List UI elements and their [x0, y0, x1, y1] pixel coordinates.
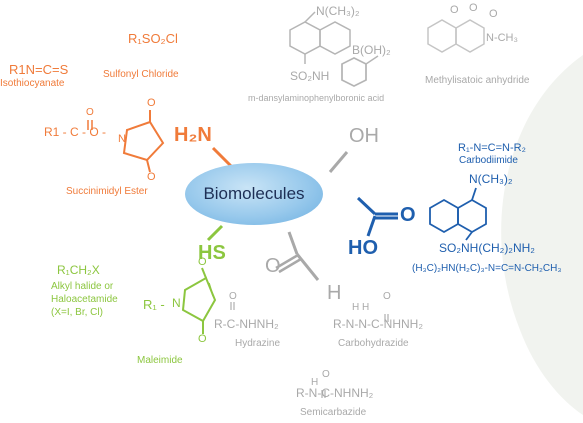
- hub-label: Biomolecules: [203, 184, 305, 203]
- isothiocyanate-name: Isothiocyanate: [0, 78, 65, 89]
- hydroxyl-group-label: OH: [349, 125, 379, 147]
- biomolecules-hub: Biomolecules: [185, 163, 323, 225]
- boronic-acid-group: B(OH)₂: [352, 43, 391, 57]
- carbodiimide-name: Carbodiimide: [459, 155, 518, 166]
- sulfonyl-chloride-name: Sulfonyl Chloride: [103, 69, 179, 80]
- semicarbazide-name: Semicarbazide: [300, 407, 367, 418]
- maleimide-o-top: O: [198, 256, 207, 268]
- maleimide-name: Maleimide: [137, 355, 183, 366]
- carbodiimide-formula: R₁-N=C=N-R₂: [458, 142, 526, 154]
- ester-carbonyl-o: O: [86, 107, 94, 118]
- dansyl-nmethyl: N(CH₃)₂: [316, 4, 360, 18]
- succinimidyl-ester-name: Succinimidyl Ester: [66, 186, 148, 197]
- isatoic-o-3: O: [489, 8, 498, 20]
- aldehyde-h-label: H: [327, 282, 342, 304]
- carboxyl-single-bond: [366, 215, 377, 237]
- hydrazine-formula: R-C-NHNH₂: [214, 317, 279, 331]
- isatoic-o-2: O: [469, 2, 478, 14]
- edc-formula: (H₃C)₂HN(H₂C)₃-N=C=N-CH₂CH₃: [412, 263, 562, 274]
- semicarbazide-o: O: [322, 369, 330, 380]
- aldehyde-spoke-1: [287, 231, 299, 255]
- semicarbazide-formula: R-N-C-NHNH₂: [296, 386, 374, 400]
- carboxyl-ho-label: HO: [348, 237, 378, 259]
- isatoic-ring: [427, 19, 485, 53]
- hydrazine-o: O: [229, 291, 237, 302]
- maleimide-n: N: [172, 296, 181, 310]
- isatoic-nch3: N-CH₃: [486, 32, 518, 44]
- ester-n: N: [118, 133, 126, 145]
- dansylaminophenylboronic-name: m-dansylaminophenylboronic acid: [248, 93, 385, 103]
- dansyl-naphthalene-right: [429, 187, 487, 241]
- maleimide-r1: R₁ -: [143, 297, 165, 312]
- maleimide-ring: [181, 276, 217, 323]
- carboxyl-spoke: [356, 196, 377, 216]
- carbohydrazide-formula: R-N-N-C-NHNH₂: [333, 317, 423, 331]
- alkyl-halide-formula: R₁CH₂X: [57, 263, 100, 277]
- hydroxyl-spoke: [328, 151, 349, 173]
- aldehyde-spoke-2: [295, 253, 320, 281]
- semicarbazide-h: H: [311, 377, 319, 388]
- alkyl-halide-line1: Alkyl halide or: [51, 281, 114, 292]
- hydrazide-bonds: [230, 302, 389, 398]
- aldehyde-o-label: O: [265, 255, 281, 277]
- carbohydrazide-o: O: [383, 291, 391, 302]
- isothiocyanate-formula: R1N=C=S: [9, 62, 69, 77]
- carboxyl-dansyl-nmethyl: N(CH₃)₂: [469, 172, 513, 186]
- carboxyl-double-bond: [375, 212, 398, 220]
- hydrazine-name: Hydrazine: [235, 338, 281, 349]
- isatoic-o-1: O: [450, 4, 459, 16]
- ester-ring-o-bottom: O: [147, 171, 156, 183]
- dansyl-so2nh: SO₂NH: [290, 69, 330, 83]
- alkyl-halide-line3: (X=I, Br, Cl): [51, 307, 103, 318]
- carbohydrazide-name: Carbohydrazide: [338, 338, 409, 349]
- maleimide-o-bottom: O: [198, 333, 207, 345]
- carbohydrazide-hh: H H: [352, 302, 370, 313]
- amine-group-label: H₂N: [174, 124, 212, 146]
- thiol-spoke: [206, 224, 224, 242]
- alkyl-halide-line2: Haloacetamide: [51, 294, 118, 305]
- succinimide-ring: [122, 120, 165, 162]
- ester-r1-chain: R1 - C - O -: [44, 125, 106, 139]
- methylisatoic-anhydride-name: Methylisatoic anhydride: [425, 75, 530, 86]
- dansyl-sulfonamide: SO₂NH(CH₂)₂NH₂: [439, 241, 535, 255]
- carboxyl-o-label: O: [400, 204, 416, 226]
- ester-ring-o-top: O: [147, 97, 156, 109]
- sulfonyl-chloride-formula: R₁SO₂Cl: [128, 31, 178, 46]
- amine-spoke: [211, 146, 234, 169]
- aldehyde-double-bond: [275, 253, 302, 274]
- thiol-group-label: HS: [198, 242, 226, 264]
